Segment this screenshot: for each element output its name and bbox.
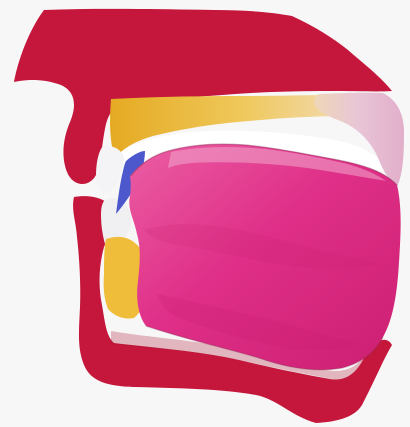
diagram-canvas	[0, 0, 410, 427]
mouth-cross-section-diagram	[0, 0, 410, 427]
